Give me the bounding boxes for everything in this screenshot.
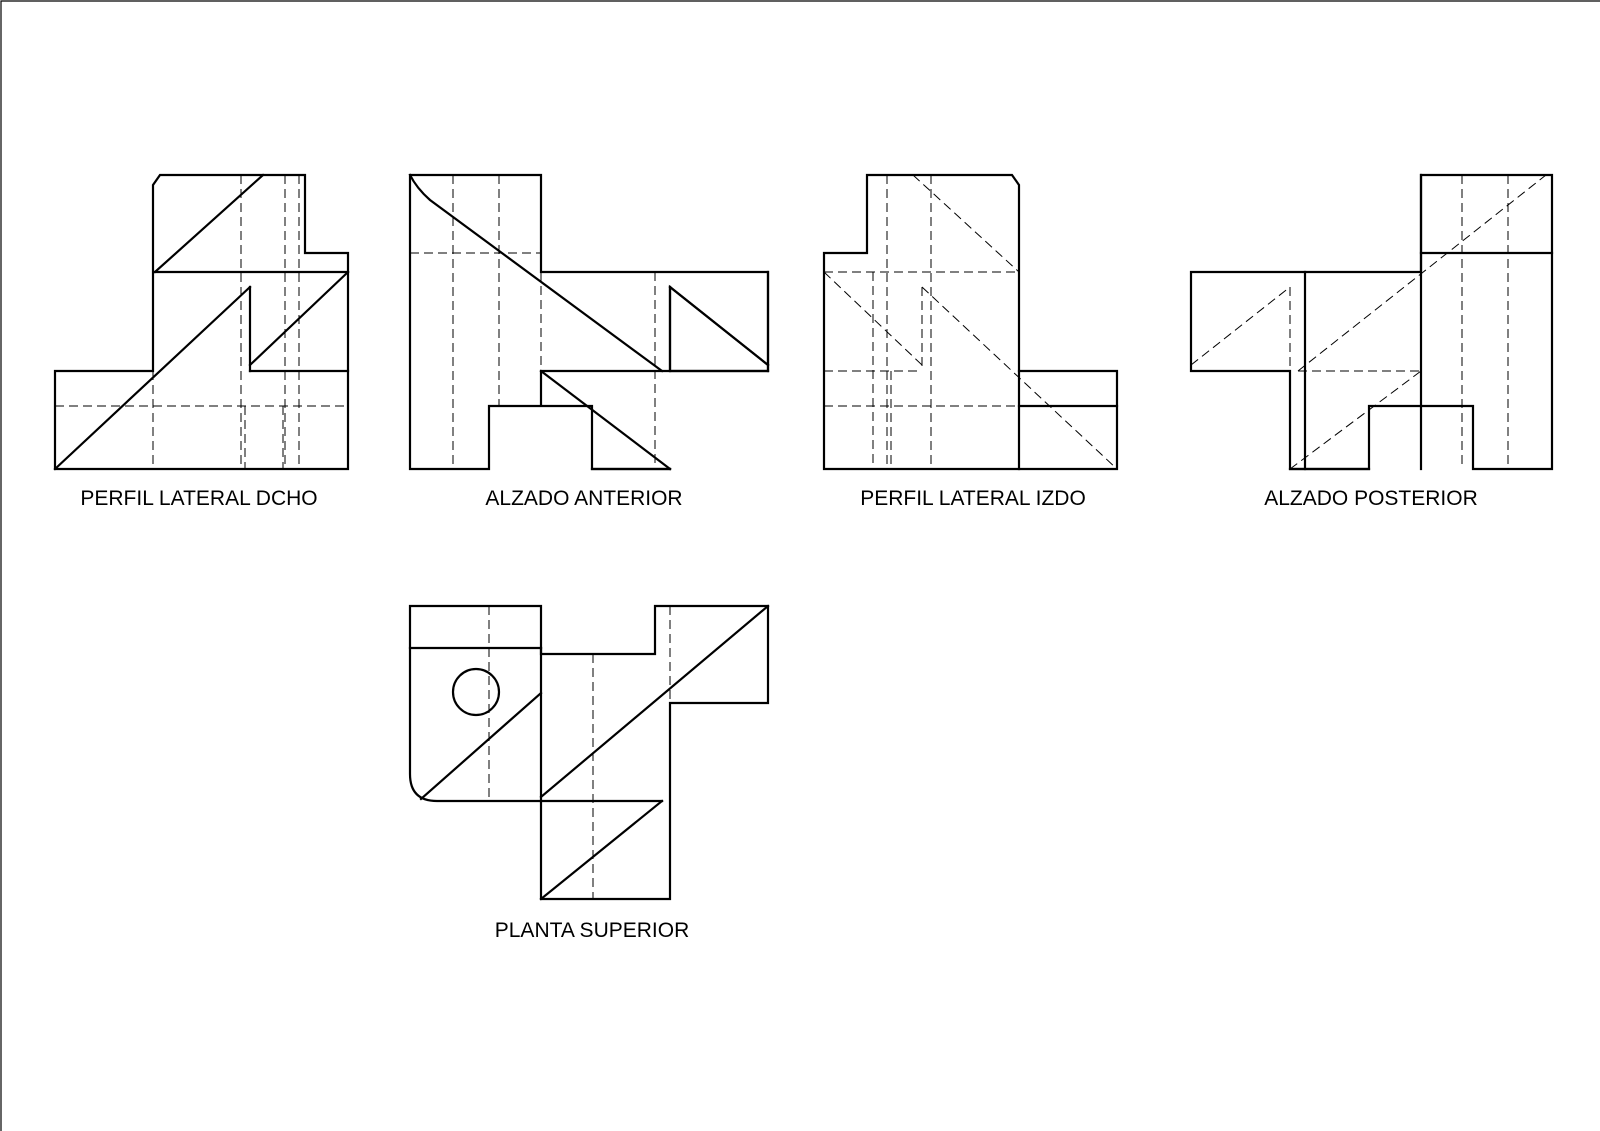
rear-elevation-label: ALZADO POSTERIOR: [1264, 487, 1478, 510]
view-top-plan: PLANTA SUPERIOR: [408, 604, 770, 942]
view-right-profile: PERFIL LATERAL DCHO: [53, 173, 350, 510]
top-plan-hole: [451, 667, 501, 717]
view-left-profile: PERFIL LATERAL IZDO: [822, 173, 1119, 510]
right-profile-outline: [53, 173, 350, 471]
right-profile-label: PERFIL LATERAL DCHO: [80, 487, 317, 510]
left-profile-outline: [822, 173, 1119, 471]
view-rear-elevation: ALZADO POSTERIOR: [1189, 173, 1554, 510]
rear-elevation-outline: [1189, 173, 1554, 471]
view-front-elevation: ALZADO ANTERIOR: [408, 173, 770, 510]
top-plan-label: PLANTA SUPERIOR: [495, 919, 690, 942]
top-plan-outline: [408, 604, 770, 901]
left-profile-label: PERFIL LATERAL IZDO: [860, 487, 1086, 510]
front-elevation-label: ALZADO ANTERIOR: [485, 487, 682, 510]
